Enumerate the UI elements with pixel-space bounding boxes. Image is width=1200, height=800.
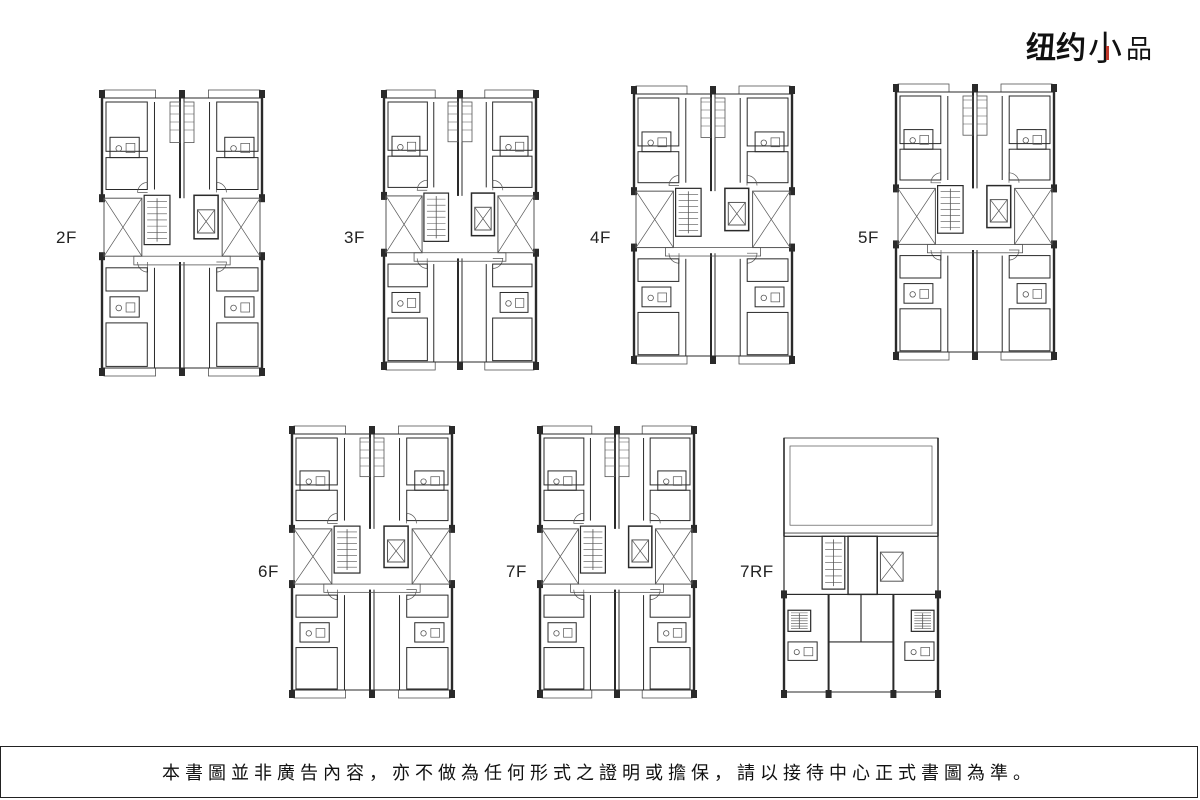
- floor-plan-7f: [534, 424, 700, 700]
- floor-plan-3f: [378, 88, 542, 372]
- floor-plan-6f-drawing: [289, 425, 455, 699]
- svg-text:品: 品: [1126, 35, 1152, 65]
- floor-plan-2f-drawing: [99, 89, 265, 377]
- floor-plan-7rf-drawing: [781, 437, 941, 698]
- floor-plan-3f-drawing: [381, 89, 539, 371]
- floor-plan-7f-drawing: [537, 425, 697, 699]
- floor-plan-5f-drawing: [893, 83, 1057, 361]
- floor-label-7rf: 7RF: [740, 562, 774, 581]
- floor-label-3f: 3F: [344, 228, 365, 247]
- floor-label-6f: 6F: [258, 562, 279, 581]
- floor-plan-6f: [286, 424, 458, 700]
- floor-plan-4f: [628, 84, 798, 366]
- svg-text:小: 小: [1088, 29, 1122, 68]
- floor-label-2f: 2F: [56, 228, 77, 247]
- floor-label-7f: 7F: [506, 562, 527, 581]
- floor-plan-2f: [96, 88, 268, 378]
- floor-label-5f: 5F: [858, 228, 879, 247]
- floor-plan-4f-drawing: [631, 85, 795, 365]
- floor-plan-7rf: [780, 436, 942, 700]
- svg-text:纽约: 纽约: [1026, 31, 1086, 66]
- floor-plan-5f: [890, 82, 1060, 362]
- floor-label-4f: 4F: [590, 228, 611, 247]
- disclaimer-text: 本書圖並非廣告內容，亦不做為任何形式之證明或擔保，請以接待中心正式書圖為準。: [0, 746, 1198, 798]
- brand-logo: 纽约 小 品: [1024, 24, 1174, 69]
